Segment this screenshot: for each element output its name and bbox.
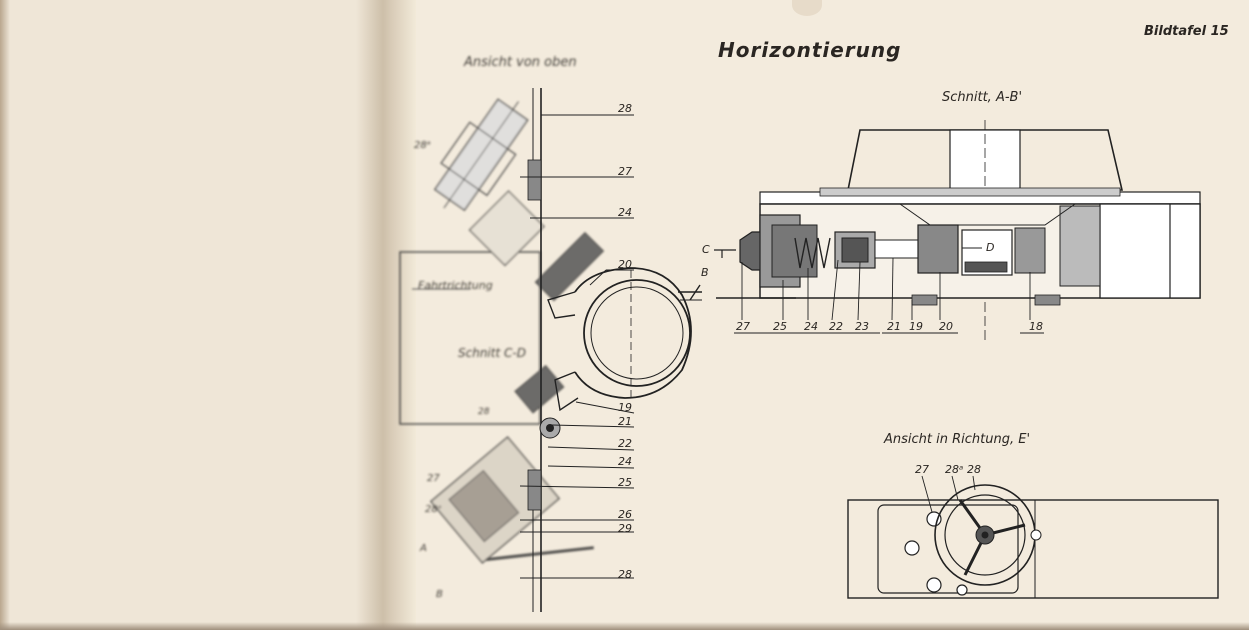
housing-outline [399,251,541,425]
callout-25: 25 [618,476,632,489]
view-e: Ansicht in Richtung, E' [847,432,1219,599]
callout-b-left: B [436,589,443,600]
ab-callout-18: 18 [1029,320,1043,333]
view-top-label: Ansicht von oben [463,55,577,70]
callout-28a-low: 28ᵃ [425,504,442,515]
e-callout-28a: 28ᵃ [945,463,963,476]
ab-callout-22: 22 [829,320,843,333]
book-gutter [356,0,416,630]
left-figure: Ansicht von oben Fahrtrichtung Schnitt C… [399,55,709,612]
callout-29: 29 [618,522,632,535]
callout-28-top: 28 [618,102,632,115]
direction-label: Fahrtrichtung [418,279,493,292]
upper-coupling [468,190,545,267]
plate-title: Horizontierung [718,38,901,62]
callout-28-mid: 28 [478,407,490,417]
callout-24-low: 24 [618,455,632,468]
ab-callout-24: 24 [804,320,818,333]
bolt-pattern [904,511,968,596]
callout-22: 22 [618,437,632,450]
lower-disc [514,364,565,414]
ab-callout-21: 21 [887,320,901,333]
right-callout-leaders [519,114,702,579]
ab-callout-19: 19 [909,320,923,333]
handwheel [934,484,1042,586]
callout-27-top: 27 [618,165,632,178]
lower-mechanism [429,436,594,564]
e-callout-27: 27 [915,463,929,476]
view-e-title: Ansicht in Richtung, E' [883,432,1030,447]
page-edge [0,0,10,630]
callout-27-left: 27 [427,473,440,484]
e-callout-28: 28 [967,463,981,476]
section-ab: Schnitt, A-B' [702,90,1201,340]
ab-callout-20: 20 [939,320,953,333]
section-cd-label: Schnitt C-D [458,346,526,360]
ab-callout-25: 25 [773,320,787,333]
letter-c: C [702,243,710,256]
view-e-leaders [921,475,976,513]
callout-26: 26 [618,508,632,521]
callout-21: 21 [618,415,632,428]
spring [794,237,831,269]
callout-28-low: 28 [618,568,632,581]
callout-19: 19 [618,401,632,414]
callout-24-top: 24 [618,206,632,219]
section-ab-title: Schnitt, A-B' [942,90,1022,105]
bearing-ring [539,267,702,439]
ab-callout-27: 27 [736,320,750,333]
plate-number: Bildtafel 15 [1144,24,1229,39]
upper-disc [534,231,605,302]
view-e-frame [847,499,1219,599]
callout-b-right: B [701,266,709,279]
ab-callout-23: 23 [855,320,869,333]
page-notch [792,0,822,16]
callout-28a-top: 28ᵃ [414,140,431,151]
mount-plate [527,88,542,612]
left-page [0,0,378,630]
callout-a-left: A [419,543,427,554]
section-ab-leaders [734,257,1044,334]
page-bottom-shadow [0,622,1249,630]
callout-20-top: 20 [618,258,632,271]
letter-d: D [986,241,994,254]
right-page [410,0,1249,630]
upper-handwheel [433,98,529,212]
